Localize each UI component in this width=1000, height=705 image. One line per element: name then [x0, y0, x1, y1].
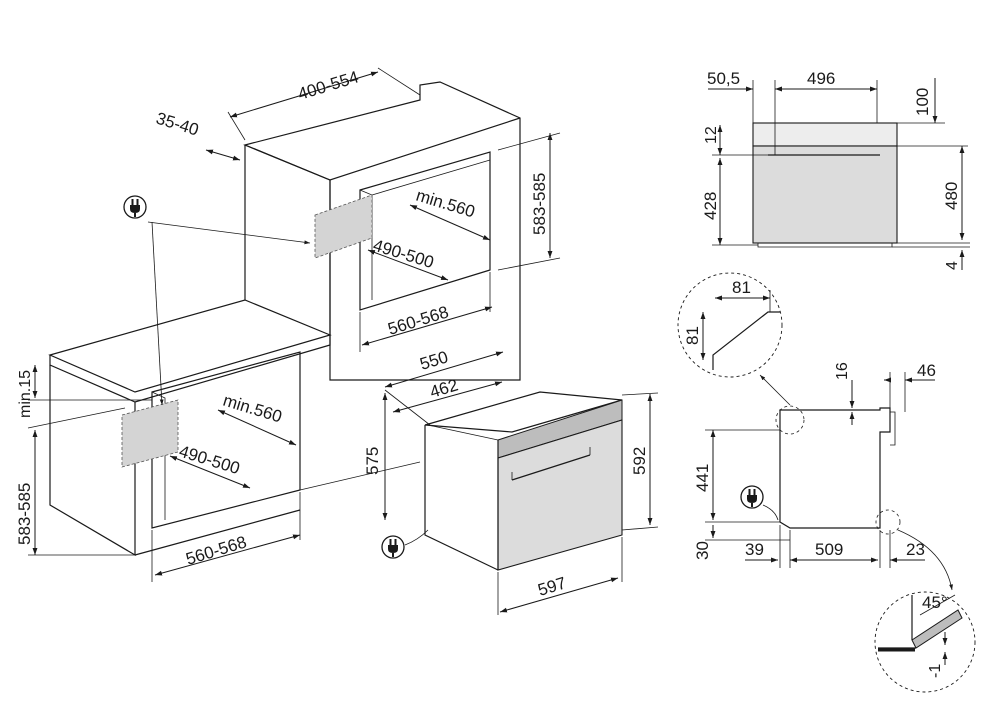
dim-front-50-5: 50,5 [707, 69, 740, 88]
plug-icon [740, 485, 764, 509]
dim-oven-height-575: 575 [363, 447, 382, 475]
dim-front-100: 100 [913, 88, 932, 116]
column-cabinet [243, 81, 521, 381]
dim-front-12: 12 [703, 126, 720, 144]
dim-detail-45-degrees: 45° [922, 593, 948, 612]
dim-lower-width: 560-568 [184, 532, 249, 568]
dim-detail-81-horizontal: 81 [732, 278, 751, 297]
dim-side-509: 509 [815, 540, 843, 559]
detail-circle-corner [677, 272, 783, 378]
dim-oven-depth-462: 462 [428, 375, 461, 401]
oven-front-view [752, 122, 898, 248]
plug-icon [123, 195, 147, 219]
dim-cabinet-top-width: 400-554 [296, 67, 361, 103]
dim-upper-height: 583-585 [530, 173, 549, 235]
plug-icon [381, 535, 405, 559]
socket-area-lower [121, 399, 179, 468]
dim-detail-minus-1: -1 [927, 664, 944, 678]
dim-cabinet-top-depth: 35-40 [154, 109, 201, 140]
dim-front-428: 428 [701, 192, 720, 220]
dim-oven-width-597: 597 [536, 573, 569, 599]
dim-side-46: 46 [917, 361, 936, 380]
dim-side-23: 23 [906, 540, 925, 559]
dim-side-39: 39 [745, 540, 764, 559]
dim-side-30: 30 [693, 541, 712, 560]
base-cabinet [48, 299, 421, 557]
oven-side-view [775, 405, 901, 535]
dim-detail-81-vertical: 81 [683, 326, 702, 345]
socket-area-upper [314, 194, 373, 259]
dim-oven-height-592: 592 [630, 447, 649, 475]
dim-side-16: 16 [834, 362, 851, 380]
dim-front-480: 480 [942, 182, 961, 210]
dim-front-496: 496 [807, 69, 835, 88]
dim-upper-min-depth: min.560 [414, 186, 477, 222]
dim-lower-depth-range: 490-500 [177, 442, 242, 478]
dim-upper-depth-range: 490-500 [371, 236, 436, 272]
dim-lower-min-depth: min.560 [221, 391, 284, 427]
dim-upper-width: 560-568 [386, 302, 451, 338]
oven-3d [424, 391, 623, 571]
dim-front-4: 4 [944, 261, 961, 270]
dim-lower-min-15: min.15 [17, 370, 34, 418]
dim-side-441: 441 [693, 464, 712, 492]
dim-lower-height: 583-585 [15, 483, 34, 545]
dim-oven-depth-550: 550 [418, 347, 451, 373]
